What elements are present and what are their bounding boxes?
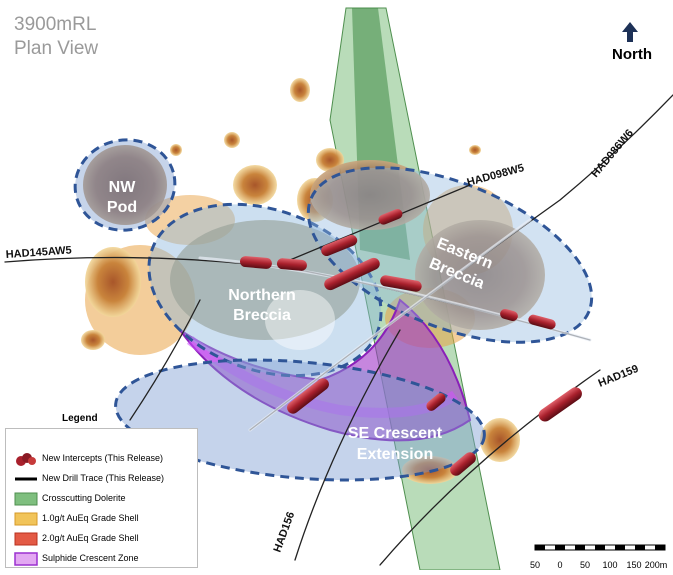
scale-label: 50: [529, 560, 541, 570]
scale-label: 200m: [644, 560, 668, 570]
scale-label: 100: [602, 560, 618, 570]
zone-outline-eastern-breccia: [306, 166, 594, 344]
drill-label-had086w6: HAD086W6: [589, 127, 636, 180]
intercept: [324, 257, 380, 291]
legend-label: New Drill Trace (This Release): [42, 473, 165, 483]
zone-label-se-crescent-line1: SE Crescent: [348, 425, 443, 442]
drill-trace-had086w6-sheath: [248, 218, 532, 432]
intercept: [380, 275, 422, 292]
scale-label: 150: [626, 560, 642, 570]
dolerite-swatch: [14, 492, 38, 506]
intercept: [426, 393, 446, 411]
scale-label: 50: [579, 560, 591, 570]
legend-item-dolerite: Crosscutting Dolerite: [6, 489, 199, 509]
drill-label-had159: HAD159: [597, 363, 641, 390]
drill-trace-had156: [294, 329, 401, 561]
drill-label-had098w5: HAD098W5: [466, 162, 526, 189]
legend-item-grade-2g: 2.0g/t AuEq Grade Shell: [6, 529, 199, 549]
intercept: [538, 387, 582, 422]
intercept: [450, 452, 476, 476]
breccia-masses: [83, 145, 545, 340]
drill-label-had145aw5: HAD145AW5: [5, 244, 72, 261]
scale-bar: [534, 544, 666, 551]
north-label: North: [612, 46, 652, 63]
legend-item-grade-1g: 1.0g/t AuEq Grade Shell: [6, 509, 199, 529]
drill-trace-icon: [15, 477, 37, 481]
zone-label-nw-pod-line2: Pod: [107, 199, 137, 216]
intercept: [500, 308, 518, 322]
zone-outline-se-crescent: [114, 358, 486, 482]
zone-outline-nw-pod: [73, 138, 177, 232]
core-highlight: [265, 290, 335, 350]
north-arrow-icon: [622, 22, 638, 42]
legend-label: 1.0g/t AuEq Grade Shell: [42, 513, 139, 523]
map-title-level: 3900mRL: [14, 14, 97, 35]
legend-label: New Intercepts (This Release): [42, 453, 164, 463]
intercept: [321, 234, 358, 257]
legend-item-drill-trace: New Drill Trace (This Release): [6, 469, 199, 489]
legend-label: Sulphide Crescent Zone: [42, 553, 139, 563]
intercept: [239, 256, 272, 269]
legend-title: Legend: [62, 413, 98, 424]
legend-item-sulphide: Sulphide Crescent Zone: [6, 549, 199, 569]
sulphide-swatch: [14, 552, 38, 566]
zone-label-nw-pod-line1: NW: [109, 179, 137, 196]
zone-label-northern-breccia-line2: Breccia: [233, 307, 291, 324]
intercept: [378, 209, 403, 225]
grade-1g-swatch: [14, 512, 38, 526]
legend-label: 2.0g/t AuEq Grade Shell: [42, 533, 139, 543]
drill-label-had156: HAD156: [272, 510, 298, 554]
map-title-view: Plan View: [14, 38, 99, 59]
legend-label: Crosscutting Dolerite: [42, 493, 126, 503]
intercept: [276, 258, 307, 271]
drill-trace-west: [129, 299, 201, 421]
scale-label: 0: [557, 560, 563, 570]
intercept: [287, 378, 329, 414]
zone-label-northern-breccia-line1: Northern: [228, 287, 296, 304]
legend-item-intercepts: New Intercepts (This Release): [6, 449, 199, 469]
legend-panel: New Intercepts (This Release) New Drill …: [5, 428, 198, 568]
intercept-icon: [16, 453, 36, 466]
intercept: [528, 314, 556, 330]
intercepts: [239, 209, 582, 476]
zone-label-se-crescent-line2: Extension: [357, 446, 433, 463]
grade-2g-swatch: [14, 532, 38, 546]
